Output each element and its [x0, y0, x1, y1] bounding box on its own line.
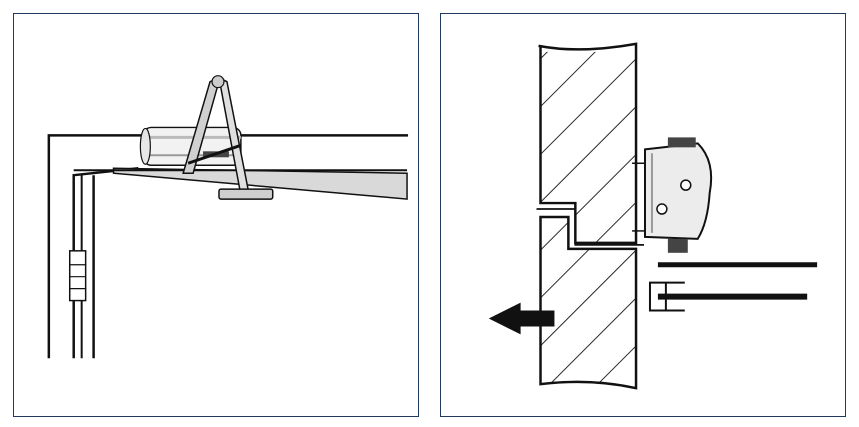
- door-frame-outer-line: [47, 134, 409, 359]
- hinge-icon: [68, 250, 87, 302]
- illustration-panel-wall-section: [440, 13, 846, 417]
- rebate-line: [536, 208, 644, 246]
- lower-wall-outline: [539, 215, 638, 390]
- door-leaf-top-edge: [112, 167, 408, 200]
- closer-unit-icon: [643, 137, 713, 253]
- door-bracket-icon: [648, 281, 685, 312]
- wall-section-with-closer-icon: [488, 42, 818, 390]
- illustration-panel-door-closer: [13, 13, 419, 417]
- closer-arm-icon: [182, 75, 274, 200]
- direction-arrow-icon: [488, 302, 555, 335]
- door-closer-on-frame-icon: [47, 75, 409, 359]
